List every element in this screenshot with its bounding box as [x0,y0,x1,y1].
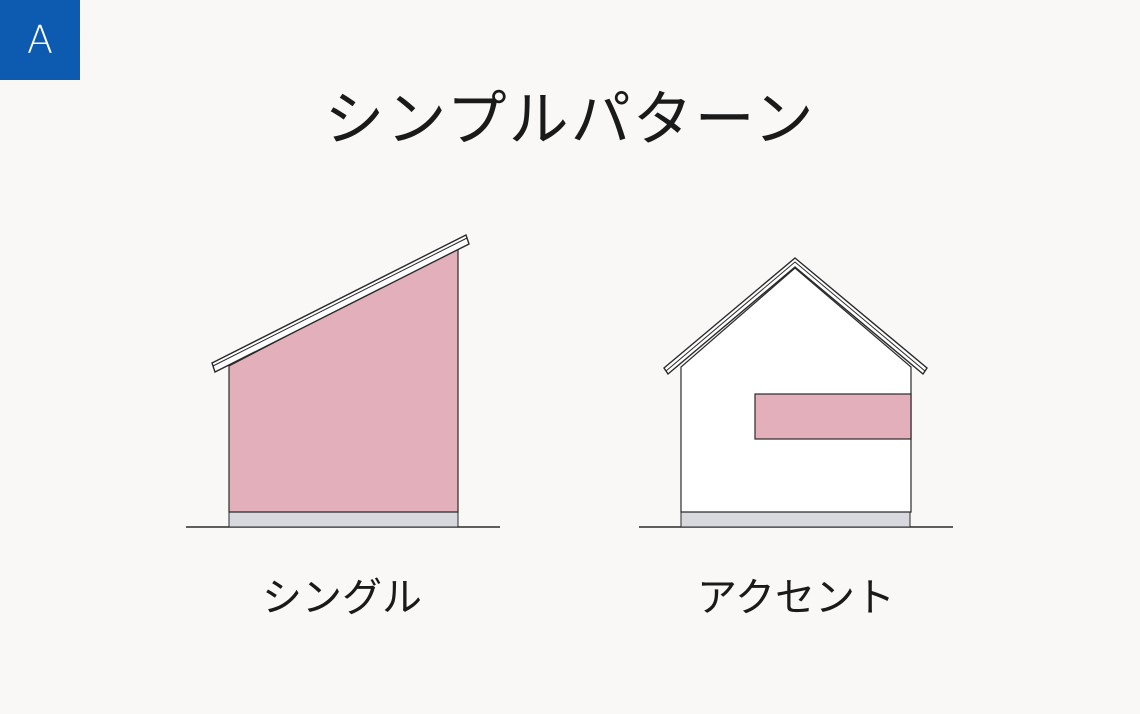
accent-band [754,393,912,440]
single-roof-edge [212,237,468,367]
single-foundation [228,511,459,528]
page-title: シンプルパターン [324,85,816,155]
accent-white-wall [680,267,912,513]
accent-roof-edge [665,261,926,372]
single-pattern-label: シングル [262,575,422,621]
accent-pattern-label: アクセント [697,575,895,621]
accent-pattern-house [639,257,953,528]
accent-foundation [680,511,911,528]
section-badge: A [0,0,80,80]
single-accent-wall [228,246,459,513]
single-pattern-house [186,234,500,528]
accent-gable-roof [663,257,928,376]
section-badge-letter: A [27,18,53,62]
